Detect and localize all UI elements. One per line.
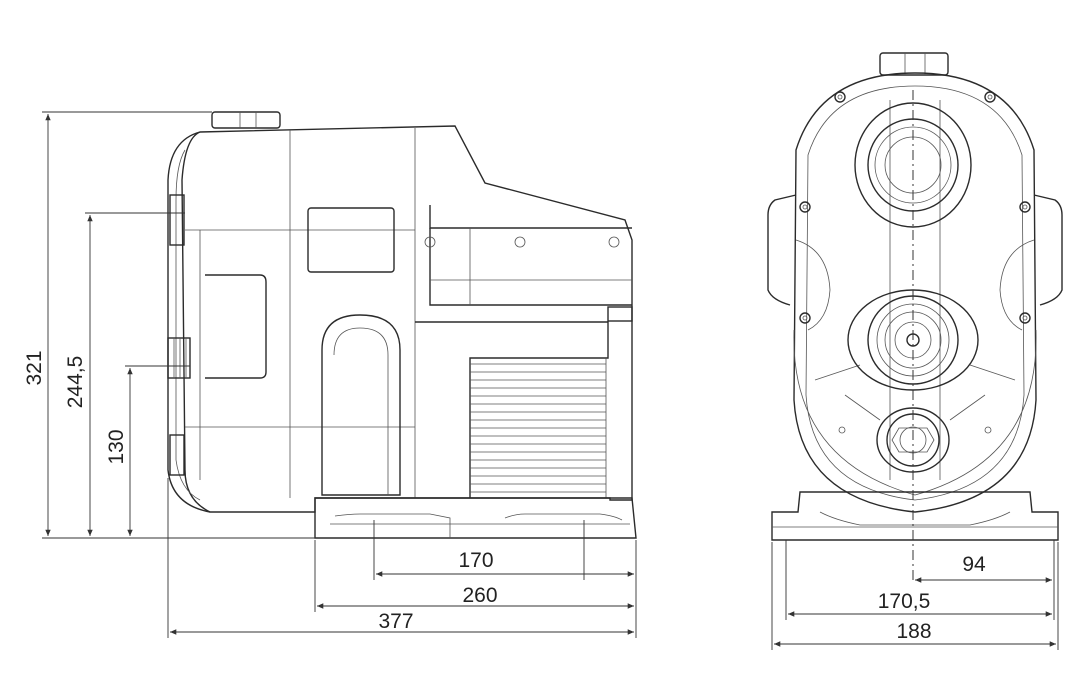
dim-base-length: 260 <box>462 584 497 607</box>
front-view <box>767 52 1063 580</box>
dim-height-inlet: 130 <box>105 429 128 464</box>
front-dimensions: 94 170,5 188 <box>771 540 1059 650</box>
side-inlet-fitting <box>167 337 191 379</box>
side-horizontal-dimensions: 170 260 377 <box>167 478 637 638</box>
dim-half-width: 94 <box>962 553 986 576</box>
dim-foot-spacing: 170 <box>458 549 493 572</box>
bolts <box>799 91 1031 434</box>
side-view <box>167 111 637 539</box>
dim-height-total: 321 <box>23 350 46 385</box>
side-vertical-dimensions: 321 244,5 130 <box>23 111 315 539</box>
dim-front-foot-spacing: 170,5 <box>878 590 931 613</box>
dim-height-outlet: 244,5 <box>64 356 87 409</box>
dim-overall-width: 188 <box>896 620 931 643</box>
dim-overall-length: 377 <box>378 610 413 633</box>
cooling-fins <box>470 358 607 498</box>
